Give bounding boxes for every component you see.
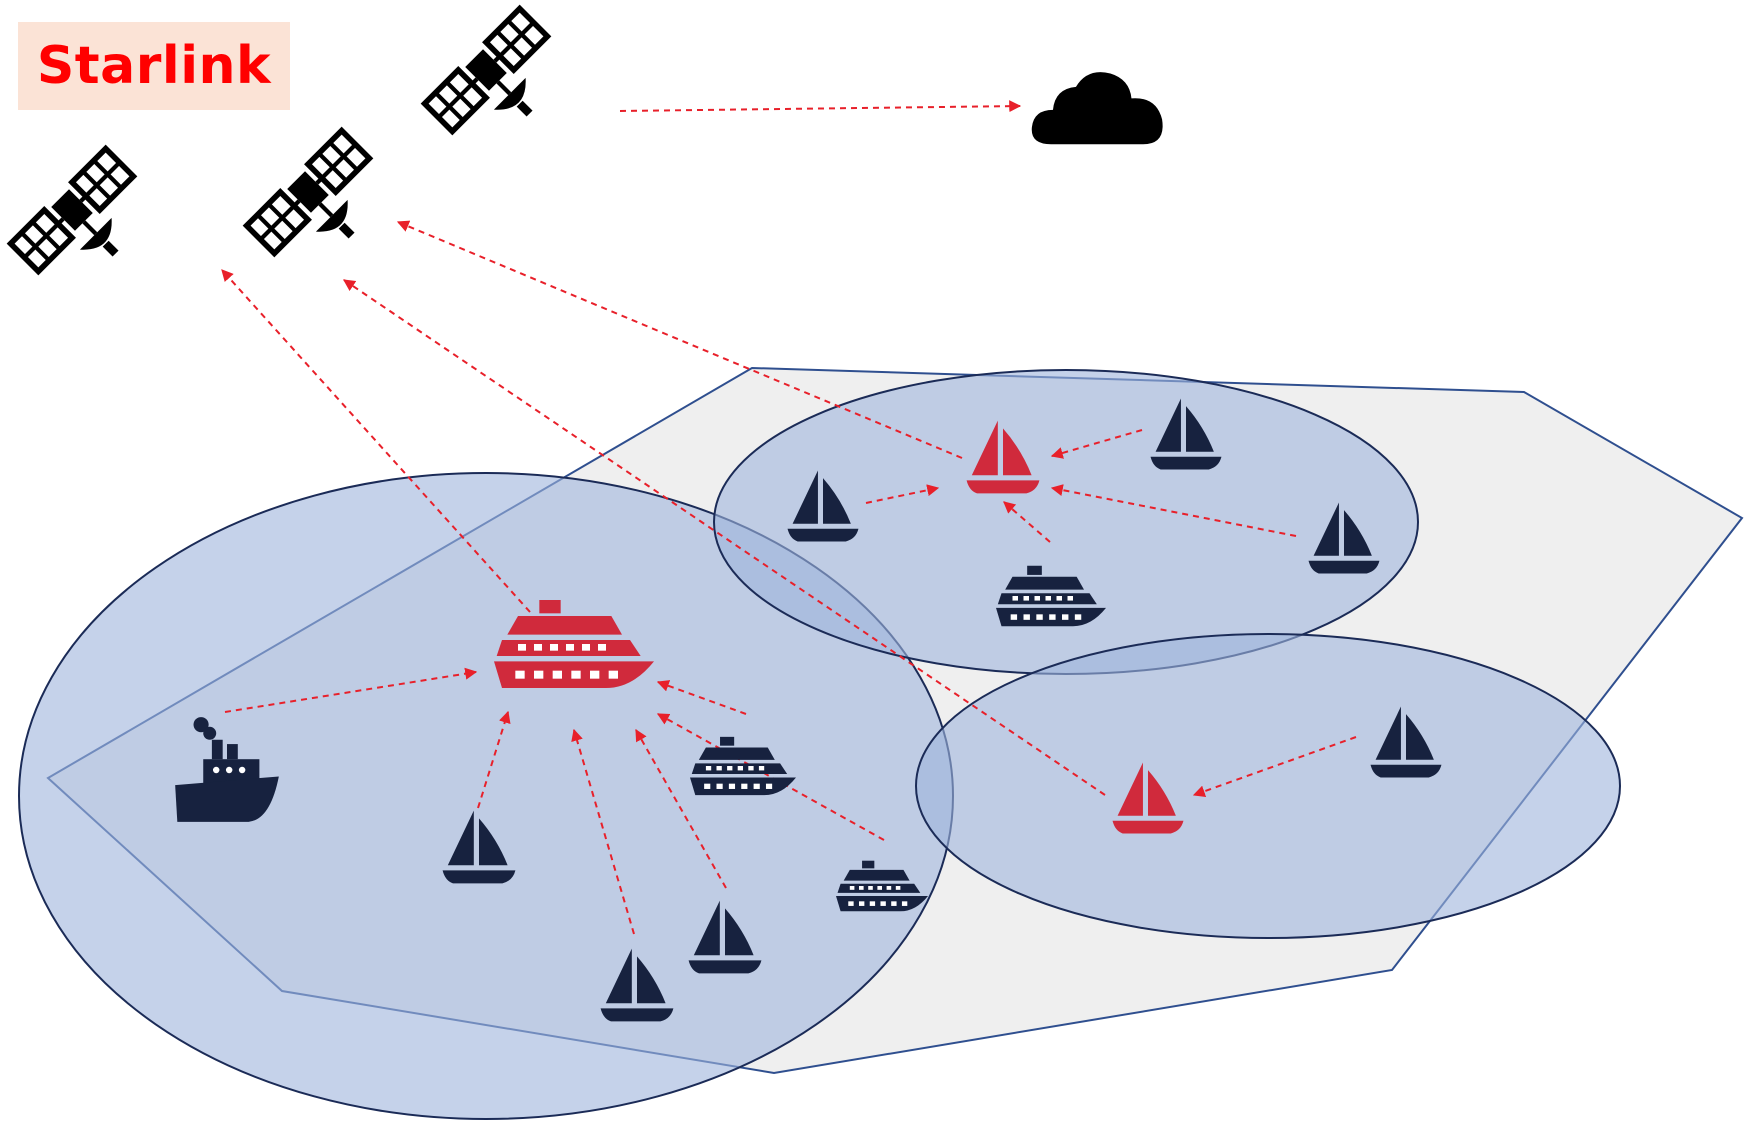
title-text: Starlink bbox=[36, 36, 272, 96]
satellite-icon bbox=[11, 149, 163, 301]
uplink-arrow bbox=[619, 100, 1022, 113]
member-link-arrow bbox=[1050, 429, 1143, 459]
member-link-arrow bbox=[1192, 736, 1357, 798]
cloud-icon bbox=[1031, 72, 1163, 145]
member-link-arrow bbox=[571, 728, 635, 935]
cluster-coverage-bottom-right bbox=[915, 633, 1621, 939]
satellite-icon bbox=[247, 131, 399, 283]
member-link-arrow bbox=[656, 680, 747, 715]
member-link-arrow bbox=[1050, 484, 1297, 537]
title-label: Starlink bbox=[18, 22, 290, 110]
member-link-arrow bbox=[477, 710, 511, 809]
member-link-arrow bbox=[865, 484, 940, 504]
member-link-arrow bbox=[635, 728, 727, 889]
satellite-icon bbox=[425, 9, 577, 161]
link-arrows bbox=[221, 100, 1357, 935]
uplink-arrow bbox=[396, 220, 963, 459]
cluster-coverage-top-right bbox=[713, 369, 1419, 675]
member-link-arrow bbox=[224, 667, 478, 713]
